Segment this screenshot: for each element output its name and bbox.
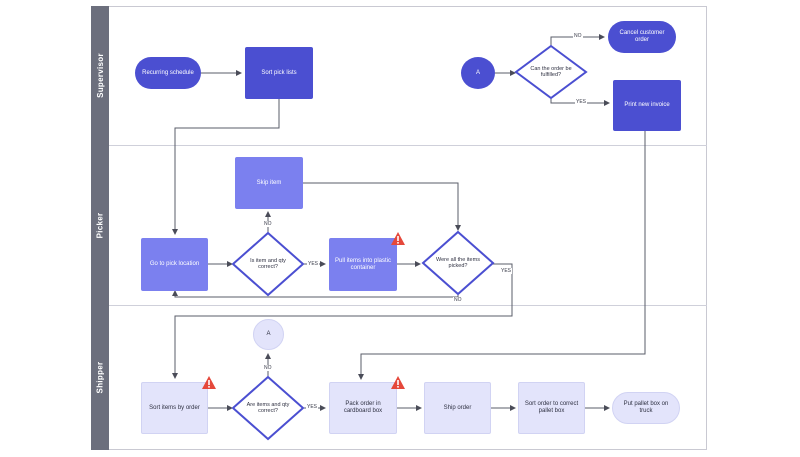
- process-sort-to-pallet: Sort order to correct pallet box: [518, 382, 585, 434]
- connector-a-top-text: A: [475, 69, 480, 76]
- process-go-to-pick-location: Go to pick location: [141, 238, 208, 291]
- pack-order-text: Pack order in cardboard box: [343, 401, 383, 414]
- process-skip-item: Skip item: [235, 157, 303, 209]
- pull-items-text: Pull items into plastic container: [334, 257, 392, 271]
- start-recurring-schedule: Recurring schedule: [135, 57, 201, 89]
- edge-were-yes-to-sort: [172, 263, 513, 379]
- edge-yes-to-print: [550, 98, 610, 106]
- pallet-ready-text: Put pallet box on truck: [623, 401, 669, 414]
- lane-picker: Picker: [91, 145, 109, 305]
- cancel-customer-order-text: Cancel customer order: [619, 30, 665, 43]
- end-pallet-ready: Put pallet box on truck: [612, 392, 680, 424]
- connector-a-bottom: A: [253, 319, 284, 350]
- lane-divider: [109, 145, 707, 146]
- ship-order-text: Ship order: [443, 404, 472, 411]
- are-items-qty-correct-text: Are items and qty correct?: [246, 401, 290, 415]
- process-print-new-invoice: Print new invoice: [613, 80, 681, 131]
- decision-are-items-qty-correct: Are items and qty correct?: [231, 375, 305, 441]
- lane-divider: [109, 305, 707, 306]
- lane-shipper: Shipper: [91, 305, 109, 450]
- sort-to-pallet-text: Sort order to correct pallet box: [524, 401, 579, 414]
- skip-item-text: Skip item: [256, 179, 282, 186]
- edge-skip-to-were: [303, 182, 461, 231]
- is-item-correct-text: Is item and qty correct?: [250, 257, 286, 271]
- edge-sort-to-goto: [172, 99, 280, 235]
- edge-label-yes: YES: [575, 99, 588, 105]
- warning-icon: [391, 232, 405, 245]
- edge-label-no: NO: [453, 297, 463, 303]
- decision-shape: [421, 230, 495, 296]
- connector-a-bottom-text: A: [266, 331, 271, 337]
- connector-a-top: A: [461, 57, 495, 89]
- edge-no-to-cancel: [550, 34, 605, 46]
- edge-label-no: NO: [573, 33, 583, 39]
- sort-by-order-text: Sort items by order: [149, 404, 200, 411]
- decision-shape: [514, 44, 588, 100]
- process-pull-items: Pull items into plastic container: [329, 238, 397, 291]
- process-sort-pick-lists: Sort pick lists: [245, 47, 313, 99]
- recurring-schedule-text: Recurring schedule: [142, 69, 194, 76]
- warning-icon: [391, 376, 405, 389]
- edge-label-yes: YES: [307, 261, 320, 267]
- edge-label-no: NO: [263, 221, 273, 227]
- edge-print-to-pack: [358, 131, 646, 380]
- decision-is-item-correct: Is item and qty correct?: [231, 231, 305, 297]
- can-order-be-fulfilled-text: Can the order be fulfilled?: [530, 65, 572, 79]
- lane-supervisor: Supervisor: [91, 6, 109, 145]
- process-ship-order: Ship order: [424, 382, 491, 434]
- process-sort-items-by-order: Sort items by order: [141, 382, 208, 434]
- decision-can-order-be-fulfilled: Can the order be fulfilled?: [514, 44, 588, 100]
- decision-shape: [231, 231, 305, 297]
- edge-were-no-loop: [172, 290, 459, 298]
- sort-pick-lists-text: Sort pick lists: [261, 69, 297, 76]
- edge-label-yes: YES: [500, 268, 513, 274]
- warning-icon: [202, 376, 216, 389]
- end-cancel-customer-order: Cancel customer order: [608, 21, 676, 53]
- decision-were-all-items-picked: Were all the items picked?: [421, 230, 495, 296]
- process-pack-order: Pack order in cardboard box: [329, 382, 397, 434]
- print-new-invoice-text: Print new invoice: [624, 102, 670, 108]
- decision-shape: [231, 375, 305, 441]
- were-all-items-picked-text: Were all the items picked?: [436, 256, 480, 270]
- edge-label-no: NO: [263, 365, 273, 371]
- go-to-pick-location-text: Go to pick location: [149, 261, 200, 267]
- edge-label-yes: YES: [306, 404, 319, 410]
